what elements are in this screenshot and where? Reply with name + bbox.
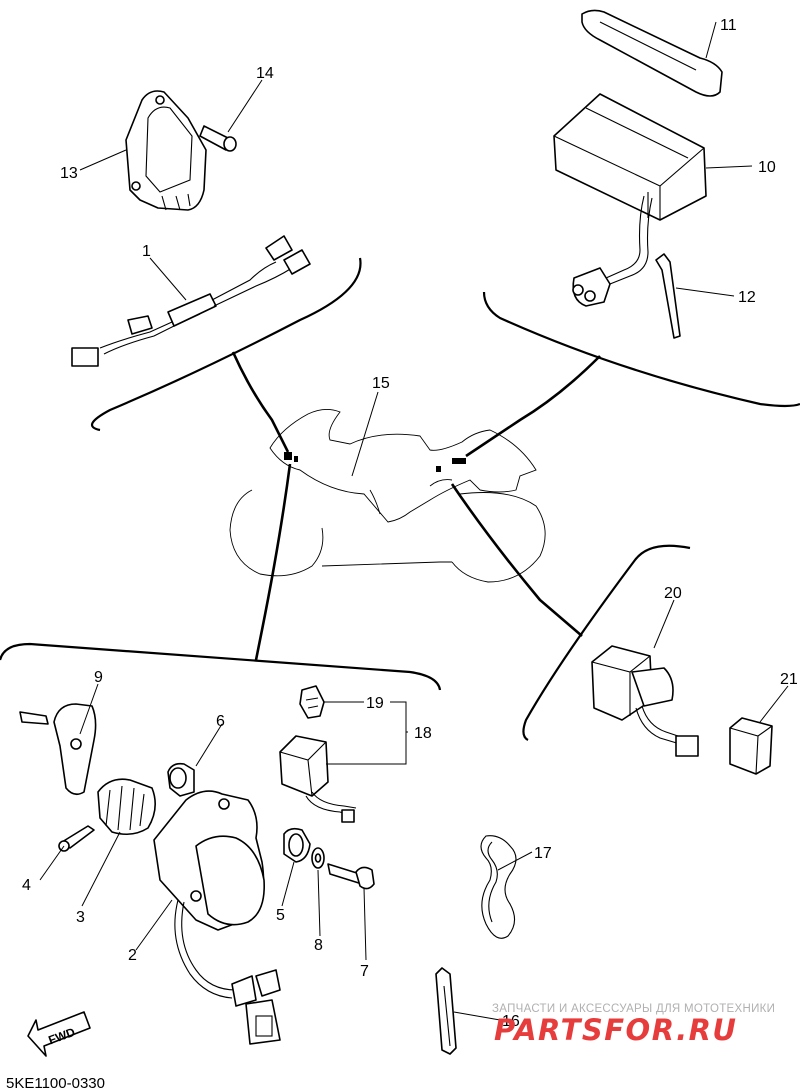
starter-relay-2-part <box>153 790 281 1045</box>
clamp-17-part <box>480 835 517 939</box>
battery-part <box>553 93 707 307</box>
cable-tie-12-part <box>655 253 681 339</box>
damper-3-part <box>97 778 156 836</box>
watermark-tagline: ЗАПЧАСТИ И АКСЕССУАРЫ ДЛЯ МОТОТЕХНИКИ <box>492 1003 775 1015</box>
frame-lower-left <box>0 642 442 691</box>
washer-8-part <box>311 847 325 869</box>
callout-6: 6 <box>216 713 225 730</box>
frame-right-middle <box>522 544 691 741</box>
callout-17: 17 <box>534 845 552 862</box>
guide-lines <box>231 351 601 661</box>
relay-20-part <box>591 645 699 757</box>
callout-13: 13 <box>60 165 78 182</box>
callout-12: 12 <box>738 289 756 306</box>
bracket-9-part <box>53 703 97 796</box>
frame-right-upper <box>482 291 800 408</box>
callout-9: 9 <box>94 669 103 686</box>
battery-band-part <box>581 9 723 97</box>
rectifier-part <box>125 90 207 211</box>
bolt-14-part <box>199 125 237 152</box>
collar-6-part <box>167 762 195 797</box>
callout-5: 5 <box>276 907 285 924</box>
bolt-7-part <box>327 863 375 890</box>
callout-2: 2 <box>128 947 137 964</box>
callout-labels: 1 2 3 4 5 6 7 8 9 10 11 12 13 14 15 16 1… <box>22 17 798 1030</box>
diagram-code: 5KE1100-0330 <box>6 1075 105 1092</box>
bolt-4-part <box>58 825 95 852</box>
bolt-9-part <box>19 711 49 725</box>
callout-18: 18 <box>414 725 432 742</box>
callout-19: 19 <box>366 695 384 712</box>
fwd-arrow-icon: FWD <box>27 1011 91 1057</box>
callout-7: 7 <box>360 963 369 980</box>
cable-tie-16-part <box>435 967 457 1055</box>
callout-21: 21 <box>780 671 798 688</box>
callout-14: 14 <box>256 65 274 82</box>
wire-harness-part <box>71 235 311 367</box>
callout-3: 3 <box>76 909 85 926</box>
callout-4: 4 <box>22 877 31 894</box>
callout-16: 16 <box>502 1013 520 1030</box>
watermark: ЗАПЧАСТИ И АКСЕССУАРЫ ДЛЯ МОТОТЕХНИКИ PA… <box>492 1003 775 1047</box>
fuse-19-part <box>299 685 325 719</box>
callout-15: 15 <box>372 375 390 392</box>
callout-1: 1 <box>142 243 151 260</box>
motorcycle-outline <box>229 409 546 583</box>
callout-8: 8 <box>314 937 323 954</box>
fuse-holder-18-part <box>279 735 357 823</box>
frame-left-upper <box>90 257 362 432</box>
leader-lines <box>39 21 789 1021</box>
callout-10: 10 <box>758 159 776 176</box>
relay-21-part <box>729 717 773 775</box>
callout-20: 20 <box>664 585 682 602</box>
watermark-brand: PARTSFOR.RU <box>494 1013 737 1047</box>
grommet-5-part <box>283 827 311 863</box>
callout-11: 11 <box>720 17 737 34</box>
